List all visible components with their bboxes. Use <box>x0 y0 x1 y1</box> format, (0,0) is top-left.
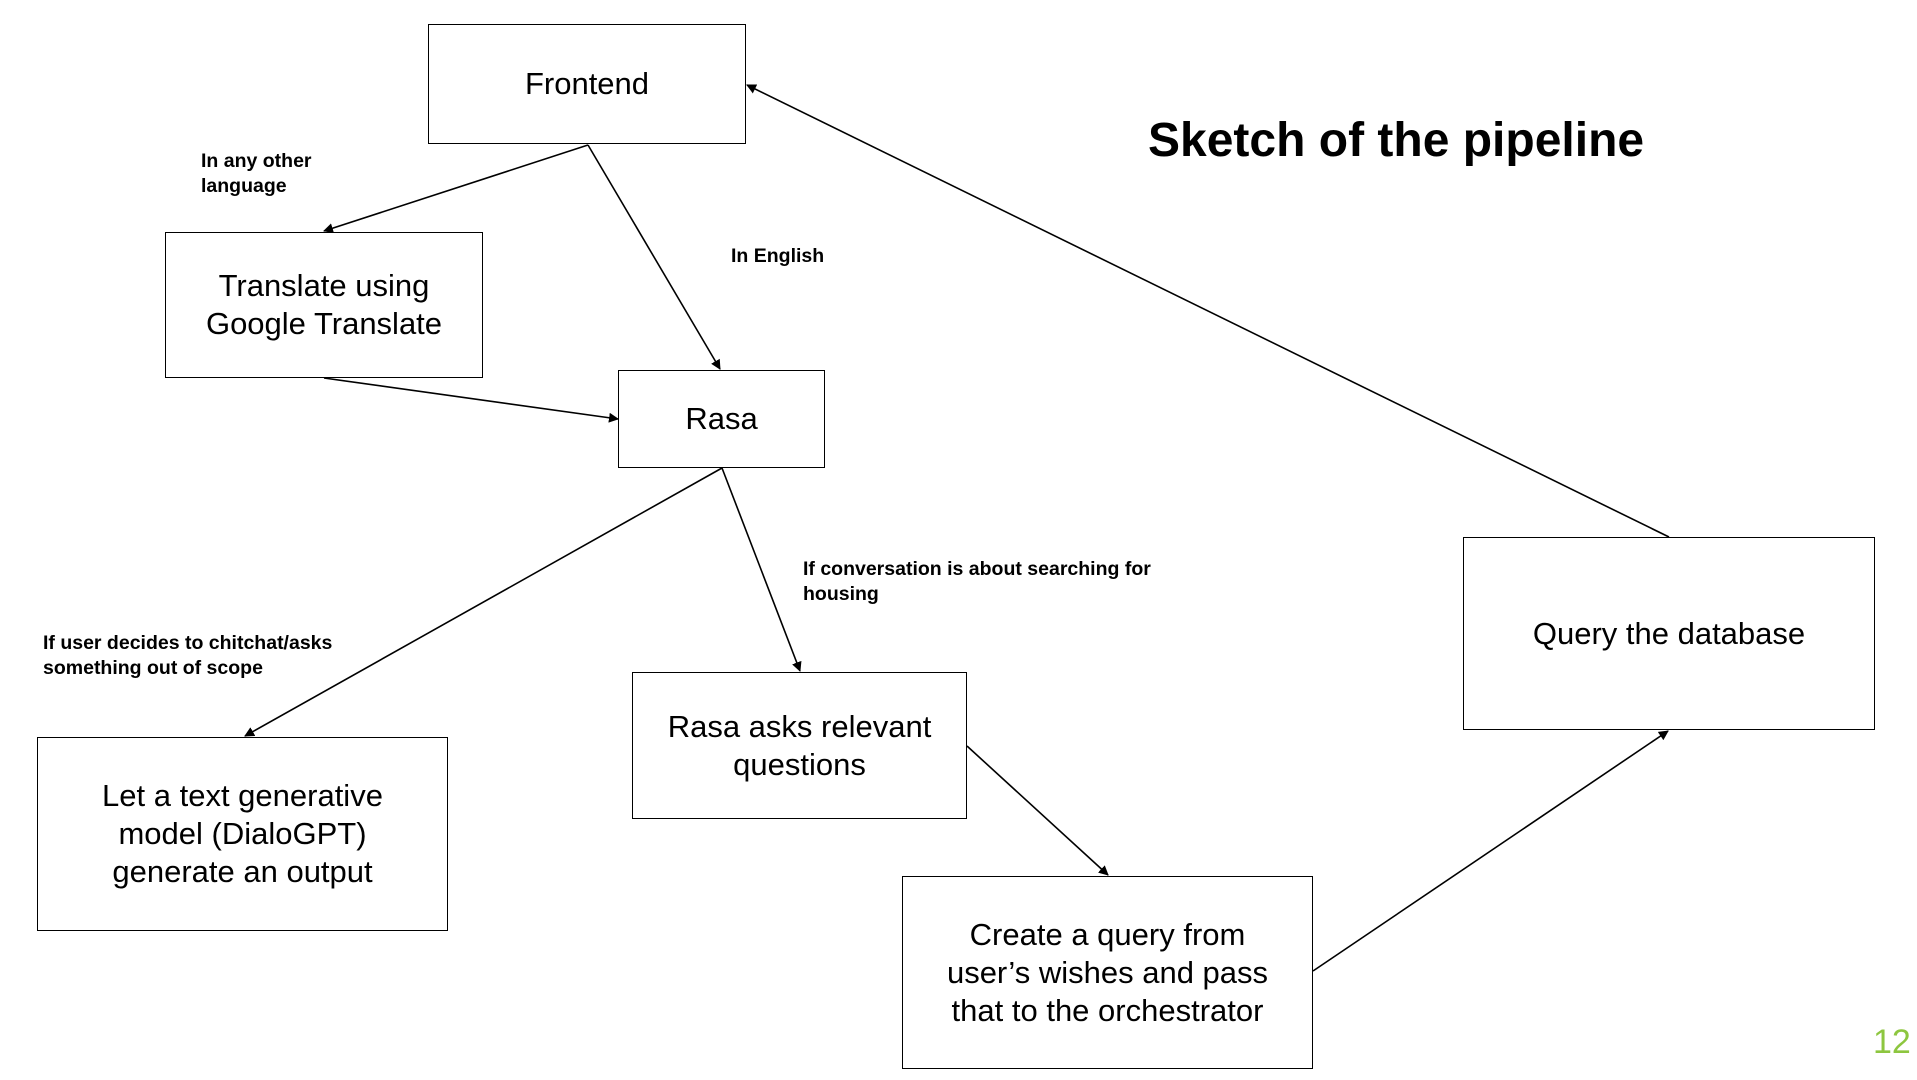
node-frontend-label: Frontend <box>524 66 650 101</box>
edge-label-english: In English <box>731 245 825 267</box>
node-create-query: Create a query from user’s wishes and pa… <box>902 876 1313 1069</box>
node-rasa-label: Rasa <box>685 401 758 436</box>
node-query-database: Query the database <box>1463 537 1875 730</box>
edge-label-chitchat: If user decides to chitchat/asks somethi… <box>43 632 333 679</box>
node-create-query-label: Create a query from user’s wishes and pa… <box>946 916 1269 1028</box>
edge-rasa-to-rasa-questions <box>721 467 802 672</box>
node-dialogpt: Let a text generative model (DialoGPT) g… <box>37 737 448 931</box>
edge-create-query-to-query-db <box>1312 730 1669 972</box>
node-rasa: Rasa <box>618 370 825 468</box>
node-rasa-questions: Rasa asks relevant questions <box>632 672 967 819</box>
edge-rasa-questions-to-create-query <box>966 745 1109 876</box>
node-query-database-label: Query the database <box>1532 615 1806 651</box>
page-title: Sketch of the pipeline <box>1148 114 1645 167</box>
node-frontend: Frontend <box>428 24 746 144</box>
edge-translate-to-rasa <box>323 377 619 423</box>
node-translate-label: Translate using Google Translate <box>205 268 443 341</box>
edge-rasa-to-dialogpt <box>244 467 723 737</box>
edge-frontend-to-rasa <box>587 144 721 370</box>
edge-query-db-to-frontend <box>746 84 1670 538</box>
node-dialogpt-label: Let a text generative model (DialoGPT) g… <box>102 778 383 889</box>
node-rasa-questions-label: Rasa asks relevant questions <box>667 708 932 782</box>
edge-label-other-language: In any other language <box>201 150 312 197</box>
edge-frontend-to-translate <box>323 144 589 233</box>
page-number: 12 <box>1873 1023 1911 1061</box>
edge-label-housing: If conversation is about searching for h… <box>803 558 1151 605</box>
node-translate: Translate using Google Translate <box>165 232 483 378</box>
